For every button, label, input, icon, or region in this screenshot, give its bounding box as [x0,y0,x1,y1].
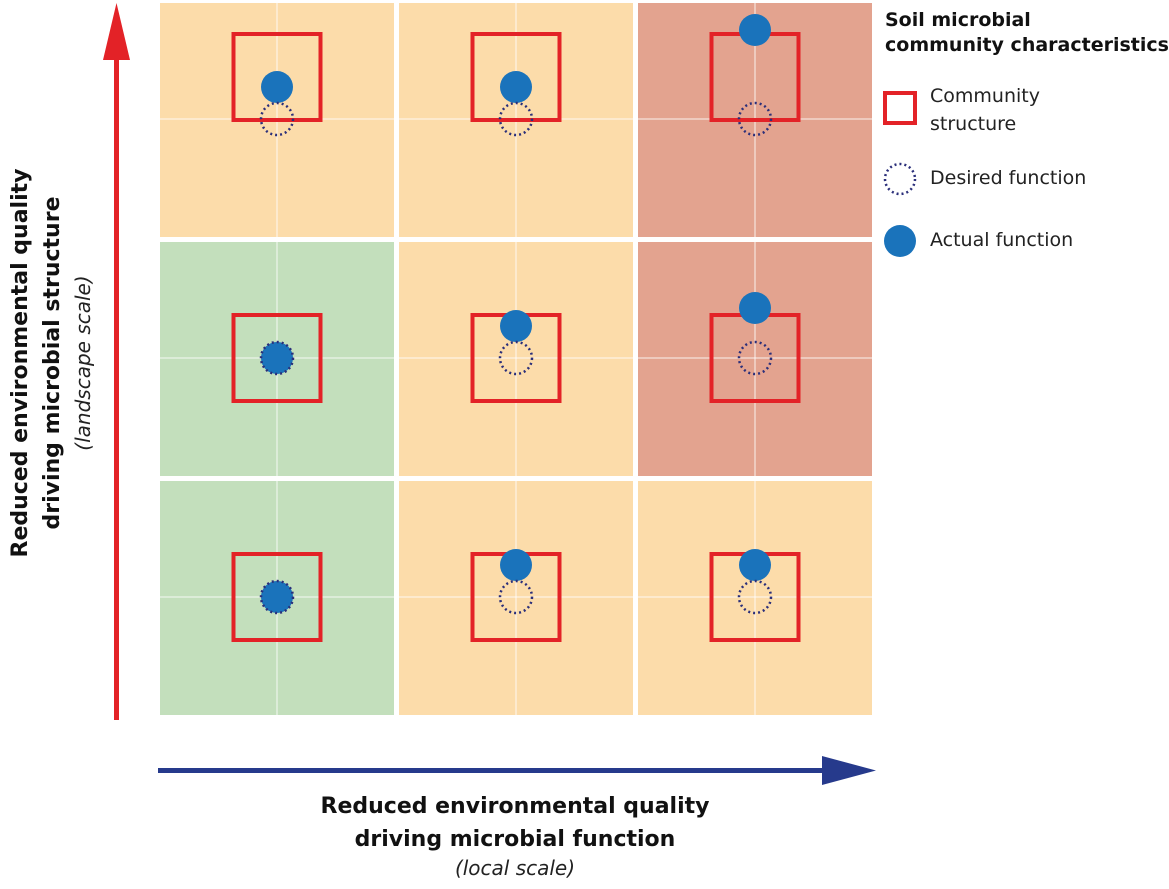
x-arrow-shaft [158,768,828,773]
legend-actual-dot-icon [884,225,916,257]
structure-square [470,32,562,122]
desired-function-ring [259,579,295,615]
y-arrow-head [103,3,130,60]
desired-function-ring [737,101,773,137]
x-axis-title-line2: driving microbial function [354,827,676,852]
y-arrow-shaft [114,55,119,720]
desired-function-ring [737,340,773,376]
y-axis-title-line2: driving microbial structure [40,196,65,530]
actual-function-dot [261,581,293,613]
legend-structure-label: Community structure [930,82,1150,138]
x-arrow-head [822,756,876,785]
actual-function-dot [739,14,771,46]
legend-actual-label: Actual function [930,229,1074,251]
desired-function-ring [498,579,534,615]
legend-desired-ring-icon [883,162,917,196]
legend-structure-square-icon [883,91,917,125]
desired-function-ring [737,579,773,615]
actual-function-dot [261,71,293,103]
grid-marks [231,14,801,642]
legend-title: Soil microbial community characteristics [885,8,1169,58]
actual-function-dot [500,310,532,342]
x-axis-title-line1: Reduced environmental quality [320,794,710,819]
structure-square [231,552,323,642]
legend-desired-label: Desired function [930,167,1087,189]
y-axis-subtitle: (landscape scale) [71,275,95,451]
structure-square [231,32,323,122]
actual-function-dot [739,549,771,581]
x-axis-subtitle: (local scale) [454,856,576,880]
legend-structure-line1: Community [930,85,1040,107]
structure-square [231,313,323,403]
y-axis-label: Reduced environmental quality driving mi… [5,103,97,623]
legend-structure-line2: structure [930,113,1017,135]
x-axis-title: Reduced environmental quality driving mi… [270,790,760,856]
desired-function-ring [498,101,534,137]
legend-title-line1: Soil microbial [885,9,1031,31]
actual-function-dot [500,549,532,581]
legend-title-line2: community characteristics [885,34,1169,56]
desired-function-ring [259,101,295,137]
y-axis-title-line1: Reduced environmental quality [8,168,33,558]
desired-function-ring [498,340,534,376]
x-axis-arrow [158,756,876,785]
y-axis-arrow [103,3,130,720]
actual-function-dot [500,71,532,103]
desired-function-ring [259,340,295,376]
actual-function-dot [261,342,293,374]
actual-function-dot [739,292,771,324]
